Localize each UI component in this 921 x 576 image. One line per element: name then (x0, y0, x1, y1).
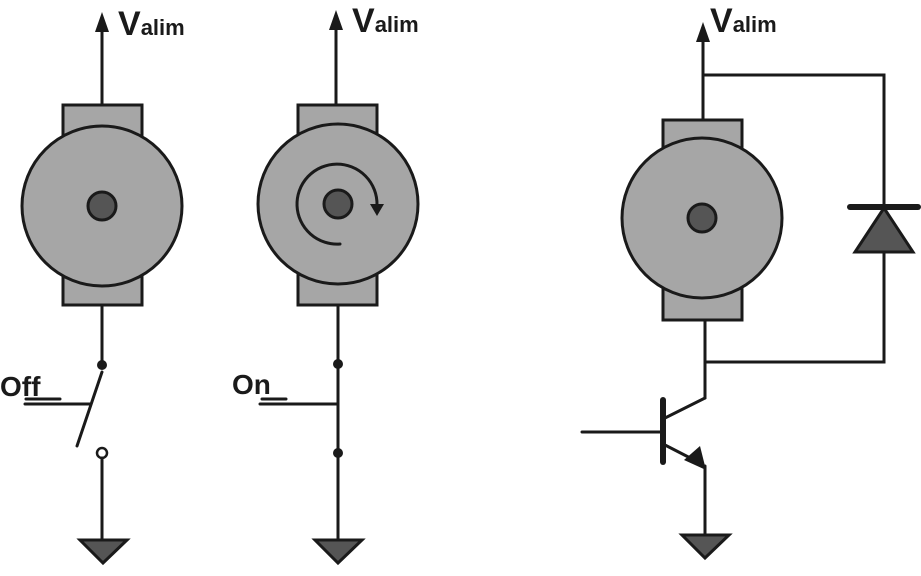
switch-icon (23, 303, 109, 542)
supply-label: Valim (710, 2, 777, 40)
circuit-off: Valim Off (0, 5, 185, 566)
supply-label: Valim (352, 2, 419, 40)
diode-icon (847, 204, 921, 254)
ground-icon (678, 533, 733, 561)
motor-icon (620, 118, 784, 322)
circuit-transistor: Valim (580, 2, 921, 561)
rotation-arrow-icon (295, 162, 384, 246)
circuit-on: Valim On (232, 2, 420, 566)
switch-icon (258, 303, 343, 542)
supply-arrow-icon (329, 10, 343, 107)
motor-icon (256, 103, 420, 307)
supply-arrow-icon (696, 22, 710, 122)
supply-label: Valim (118, 5, 185, 43)
supply-arrow-icon (95, 12, 109, 107)
switch-label-off: Off (0, 371, 41, 402)
motor-icon (20, 103, 184, 307)
transistor-icon (580, 318, 707, 537)
switch-label-on: On (232, 369, 271, 400)
ground-icon (76, 538, 131, 566)
ground-icon (311, 538, 366, 566)
